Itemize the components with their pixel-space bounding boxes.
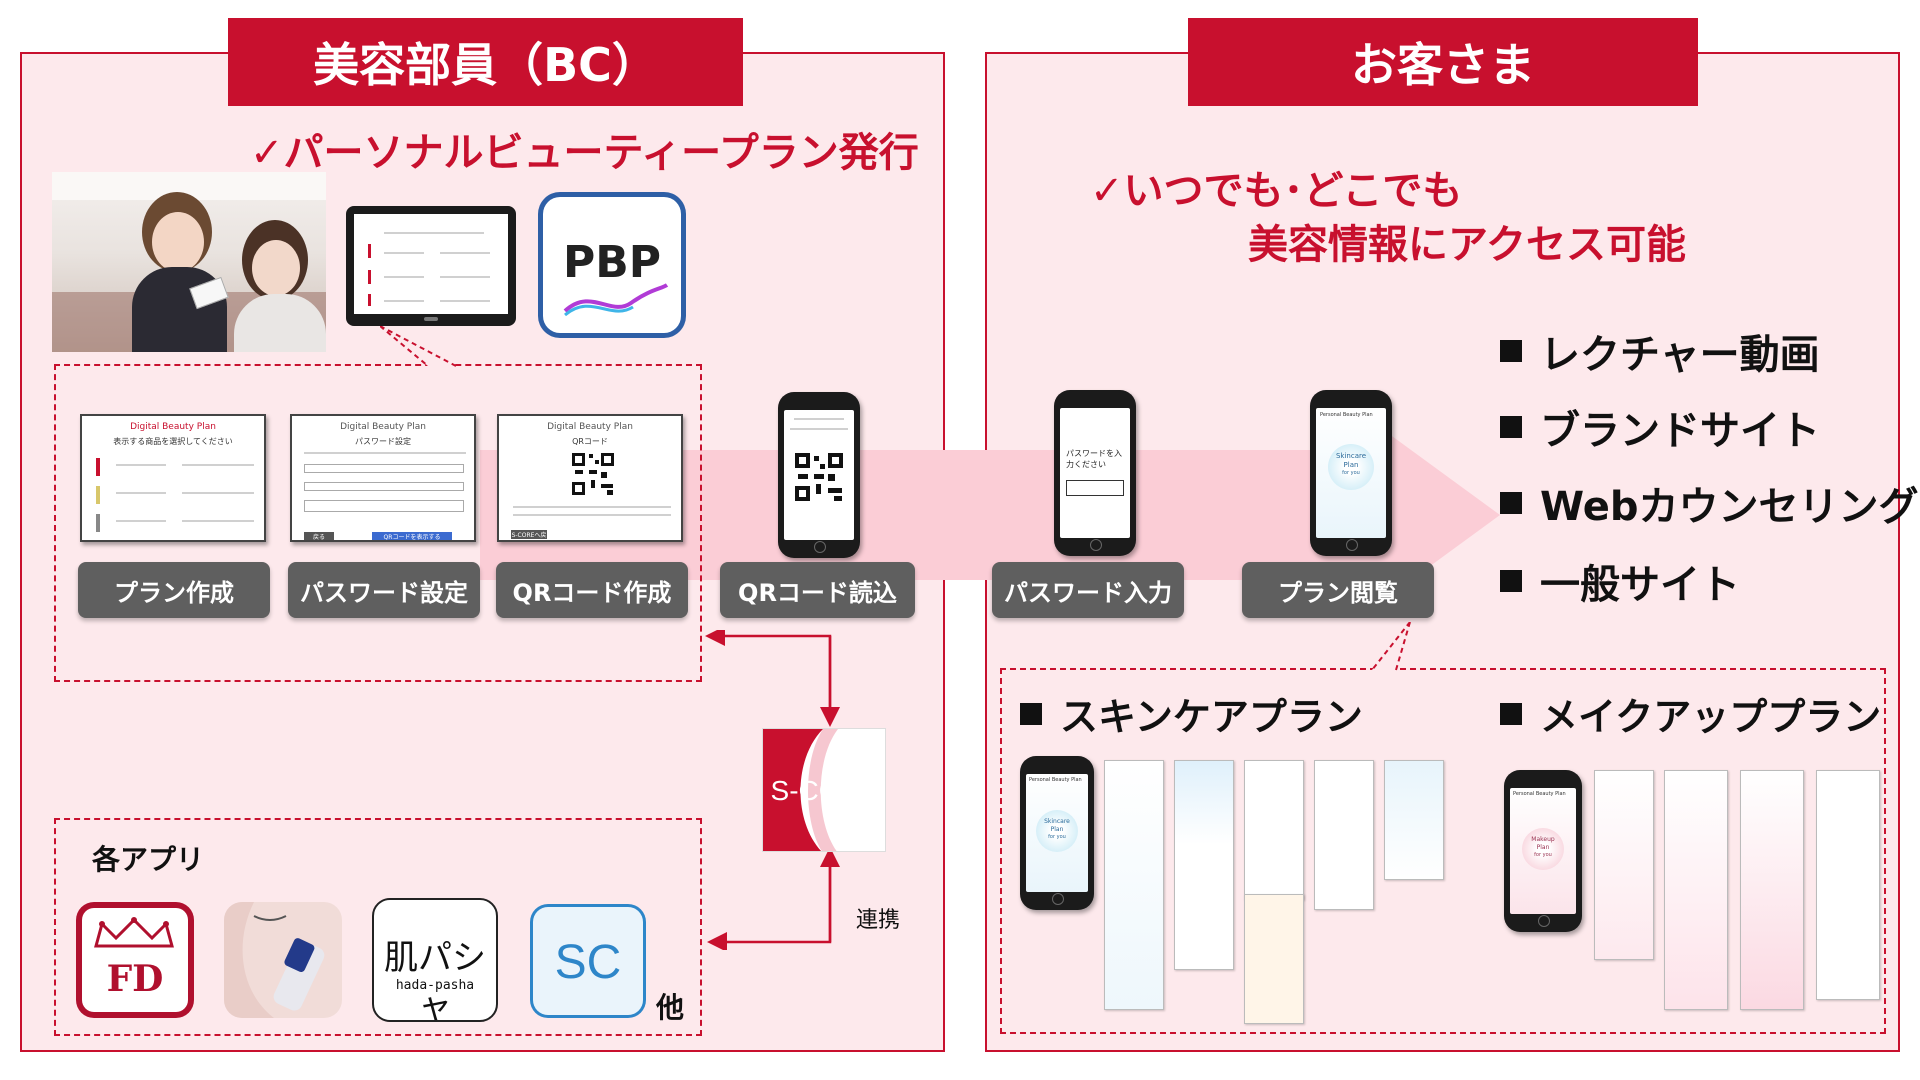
bc-customer-photo: [52, 172, 326, 352]
fd-app-icon[interactable]: FD: [76, 902, 194, 1018]
customer-subtitle-1: ✓いつでも･どこでも: [1090, 168, 1463, 214]
link-label: 連携: [856, 908, 901, 933]
pbp-logo-text: PBP: [562, 237, 662, 288]
pbp-app-icon[interactable]: PBP: [538, 192, 686, 338]
qr-code-icon: [571, 452, 615, 496]
qr-scan-phone: [778, 392, 860, 558]
bc-header: 美容部員（BC）: [228, 18, 743, 106]
password-field[interactable]: [1066, 480, 1124, 496]
plan-creation-screen: Digital Beauty Plan 表示する商品を選択してください: [80, 414, 266, 542]
face-device-app-icon[interactable]: [224, 902, 342, 1018]
plans-callout-pointer: [1371, 622, 1411, 671]
makeup-page-3: [1740, 770, 1804, 1010]
password-setting-screen: Digital Beauty Plan パスワード設定 戻る QRコードを表示す…: [290, 414, 476, 542]
skincare-plan-label: スキンケアプラン: [1020, 686, 1363, 741]
bullet-web-counseling: Webカウンセリング: [1500, 474, 1918, 532]
skincare-phone: Personal Beauty Plan Skincare Plan for y…: [1020, 756, 1094, 910]
skincare-page-5: [1314, 760, 1374, 910]
makeup-page-4: [1816, 770, 1880, 1000]
step-plan-creation: プラン作成: [78, 562, 270, 618]
score-logo-text: S-CORE: [770, 775, 880, 806]
bc-callout-pointer: [380, 326, 457, 367]
score-connector: [705, 630, 840, 950]
bullet-general-site: 一般サイト: [1500, 552, 1740, 610]
password-input-phone: パスワードを入力ください: [1054, 390, 1136, 556]
plans-box: [1000, 668, 1886, 1034]
makeup-plan-label: メイクアッププラン: [1500, 686, 1881, 741]
pen-stroke-icon: [563, 283, 669, 317]
customer-subtitle-2: 美容情報にアクセス可能: [1248, 222, 1686, 268]
tablet-device: [346, 206, 516, 326]
step-plan-view: プラン閲覧: [1242, 562, 1434, 618]
apps-box: [54, 818, 702, 1036]
makeup-page-2: [1664, 770, 1728, 1010]
makeup-page-1: [1594, 770, 1654, 960]
score-logo: S-CORE: [762, 728, 886, 852]
crown-icon: [94, 917, 174, 948]
skincare-page-6: [1384, 760, 1444, 880]
face-device-icon: [224, 902, 325, 1018]
bc-flow-box: [54, 364, 702, 682]
step-qr-creation: QRコード作成: [496, 562, 688, 618]
step-password-setting: パスワード設定: [288, 562, 480, 618]
skincare-page-3: [1244, 760, 1304, 900]
qr-creation-screen: Digital Beauty Plan QRコード S-COREへ戻る: [497, 414, 683, 542]
bc-subtitle: ✓パーソナルビューティープラン発行: [250, 130, 919, 176]
step-qr-read: QRコード読込: [720, 562, 915, 618]
hada-pasha-app-icon[interactable]: 肌パシャ hada-pasha: [372, 898, 498, 1022]
plan-view-phone: Personal Beauty Plan Skincare Plan for y…: [1310, 390, 1392, 556]
customer-header: お客さま: [1188, 18, 1698, 106]
skincare-page-1: [1104, 760, 1164, 1010]
others-label: 他: [656, 991, 685, 1024]
bullet-brand-site: ブランドサイト: [1500, 398, 1820, 456]
apps-label: 各アプリ: [92, 843, 205, 876]
skincare-page-4: [1244, 894, 1304, 1024]
sc-app-icon[interactable]: SC: [530, 904, 646, 1018]
skincare-page-2: [1174, 760, 1234, 970]
bullet-lecture-video: レクチャー動画: [1500, 322, 1820, 380]
qr-code-icon: [794, 452, 844, 502]
step-password-input: パスワード入力: [992, 562, 1184, 618]
makeup-phone: Personal Beauty Plan Makeup Plan for you: [1504, 770, 1582, 932]
